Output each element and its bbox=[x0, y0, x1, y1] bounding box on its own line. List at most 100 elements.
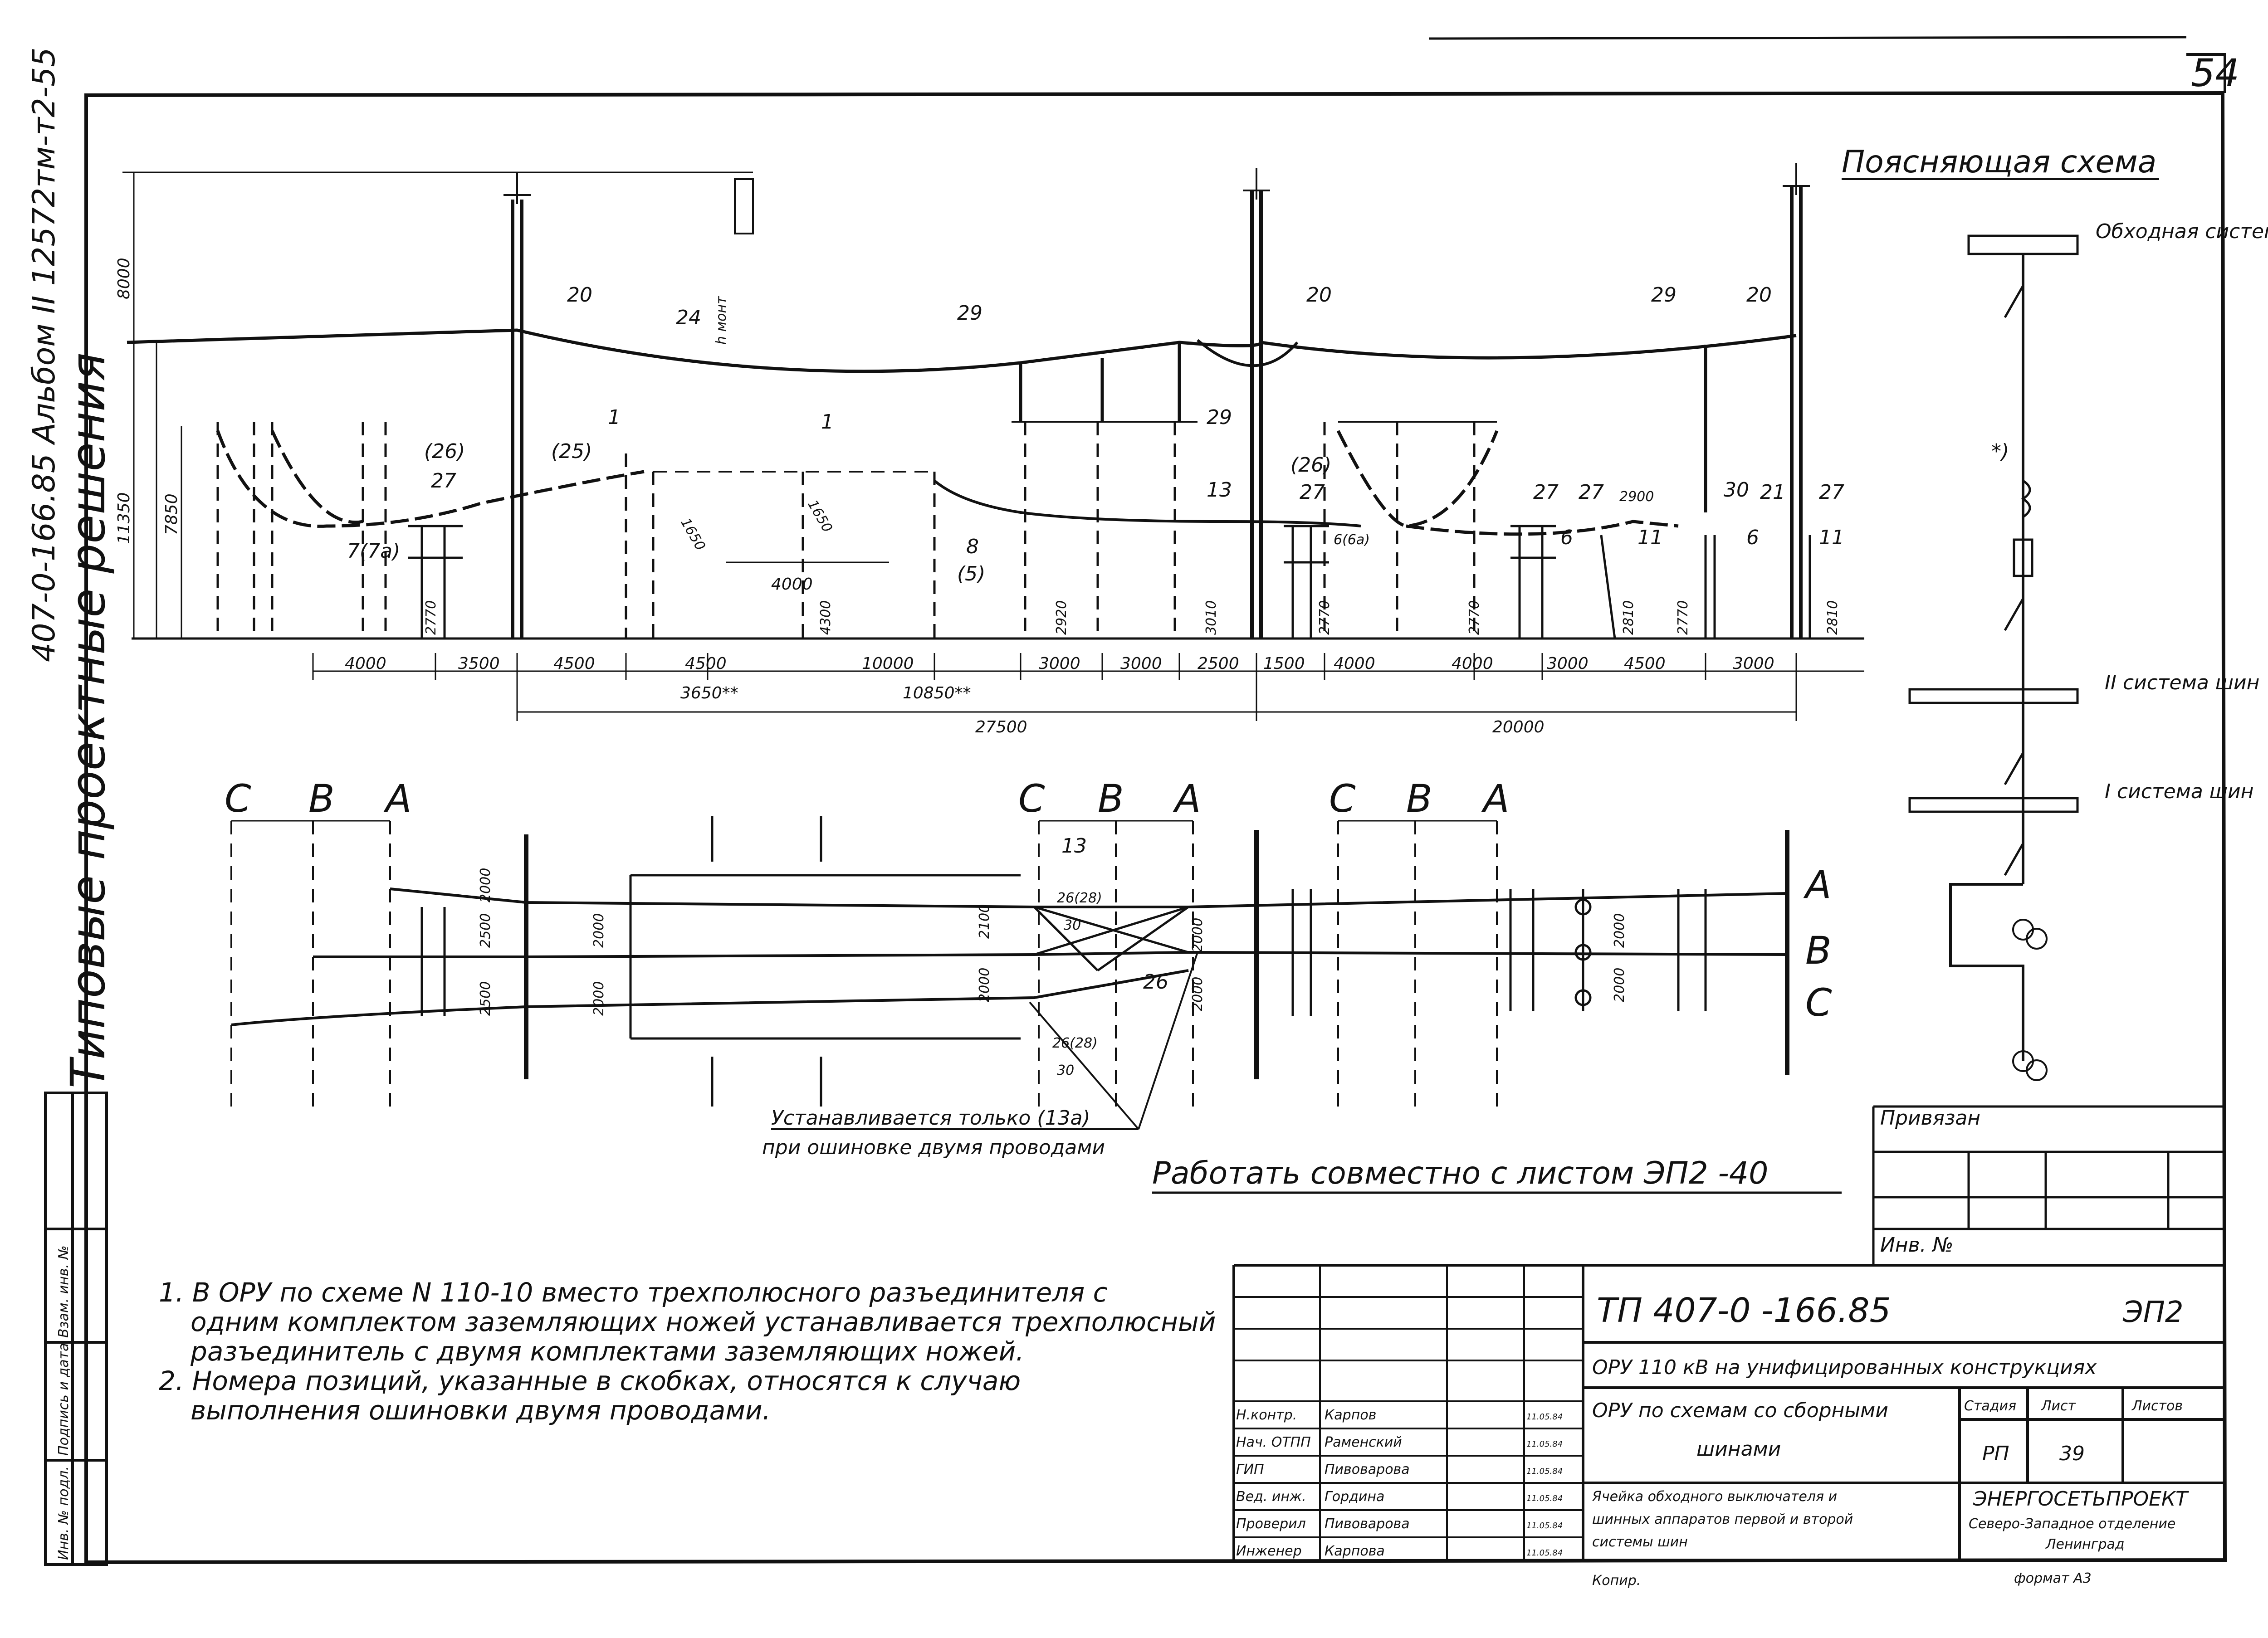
pos-6a: 6(6а) bbox=[1334, 532, 1370, 548]
pdim-6: 2000 bbox=[977, 968, 992, 1002]
pdim-5: 2100 bbox=[977, 904, 992, 939]
pos-20c: 20 bbox=[1746, 283, 1772, 307]
stamp-inv: Инв. № подл. bbox=[56, 1466, 72, 1560]
stamp-replace: Взам. инв. № bbox=[56, 1245, 72, 1338]
desc-3: системы шин bbox=[1592, 1534, 1688, 1550]
signer-role-1: Нач. ОТПП bbox=[1236, 1434, 1311, 1450]
signer-name-0: Карпов bbox=[1325, 1407, 1376, 1423]
title-block: ТП 407-0 -166.85 ЭП2 ОРУ 110 кВ на унифи… bbox=[1232, 1264, 2225, 1589]
note-line-3: разъединитель с двумя комплектами заземл… bbox=[190, 1336, 1024, 1367]
pos-11b: 11 bbox=[1819, 526, 1844, 549]
dim-6: 3000 bbox=[1120, 654, 1162, 673]
pos-27e: 27 bbox=[1819, 481, 1844, 504]
drawing-line-2: шинами bbox=[1696, 1438, 1781, 1461]
plan-pos-13: 13 bbox=[1061, 834, 1087, 858]
dim-3: 4500 bbox=[685, 654, 727, 673]
format: формат А3 bbox=[2014, 1570, 2092, 1586]
pos-6b: 6 bbox=[1560, 526, 1573, 549]
pdim-1: 2500 bbox=[478, 913, 494, 948]
explain-title: Поясняющая схема bbox=[1842, 144, 2156, 180]
org-2: Северо-Западное отделение bbox=[1969, 1516, 2175, 1532]
dim-0: 4000 bbox=[345, 654, 386, 673]
pdim-8: 2000 bbox=[1190, 977, 1206, 1011]
phase-side-a: А bbox=[1803, 863, 1831, 907]
subdim-3650: 3650** bbox=[680, 684, 738, 702]
pos-8: 8 bbox=[966, 535, 979, 558]
sheet-number: 54 bbox=[2191, 51, 2239, 95]
plan-pos-26-28a: 26(28) bbox=[1057, 890, 1102, 906]
phase-left-a: А bbox=[383, 776, 411, 821]
bus1-label: I система шин bbox=[2105, 780, 2253, 803]
notes: 1. В ОРУ по схеме N 110-10 вместо трехпо… bbox=[159, 1277, 1216, 1426]
subject: ОРУ 110 кВ на унифицированных конструкци… bbox=[1592, 1356, 2097, 1379]
dim-2: 4500 bbox=[553, 654, 595, 673]
plan-pos-30a: 30 bbox=[1064, 917, 1081, 933]
signer-name-1: Раменский bbox=[1325, 1434, 1402, 1450]
pos-30: 30 bbox=[1724, 478, 1749, 502]
h-4300: 4300 bbox=[818, 600, 834, 635]
signer-name-2: Пивоварова bbox=[1325, 1462, 1410, 1477]
sheet-frame: 54 bbox=[84, 36, 2239, 1565]
pos-26b: (26) bbox=[1290, 453, 1331, 477]
dim-11: 3000 bbox=[1547, 654, 1589, 673]
binding-title: Привязан bbox=[1880, 1107, 1980, 1130]
pdim-2: 2500 bbox=[478, 981, 494, 1016]
pos-29a: 29 bbox=[957, 302, 982, 325]
plan-pos-26: 26 bbox=[1143, 970, 1168, 994]
h-2770d: 2770 bbox=[1675, 600, 1691, 635]
explain-scheme: Поясняющая схема Обходная система шин *)… bbox=[1842, 144, 2268, 1081]
signer-name-3: Гордина bbox=[1325, 1489, 1384, 1505]
pos-6c: 6 bbox=[1746, 526, 1759, 549]
phase-mid-b: В bbox=[1098, 776, 1124, 821]
h-mont: h монт bbox=[714, 296, 729, 345]
install-note-1: Устанавливается только (13а) bbox=[771, 1107, 1090, 1130]
star-mark: *) bbox=[1991, 440, 2009, 463]
org-3: Ленинград bbox=[2045, 1536, 2125, 1552]
pos-7: 7(7а) bbox=[347, 540, 400, 563]
stage-header: Стадия bbox=[1964, 1398, 2016, 1414]
pos-26a: (26) bbox=[424, 440, 465, 463]
h-8000: 8000 bbox=[115, 258, 133, 299]
phase-side-c: С bbox=[1805, 980, 1832, 1025]
signer-date-5: 11.05.84 bbox=[1526, 1548, 1563, 1558]
desc-1: Ячейка обходного выключателя и bbox=[1592, 1489, 1837, 1505]
pos-25: (25) bbox=[551, 440, 592, 463]
signer-date-4: 11.05.84 bbox=[1526, 1521, 1563, 1531]
sheet-header: Лист bbox=[2041, 1398, 2077, 1414]
pos-21: 21 bbox=[1760, 481, 1785, 504]
signer-date-3: 11.05.84 bbox=[1526, 1494, 1563, 1503]
dim-9: 4000 bbox=[1334, 654, 1375, 673]
note-line-5: выполнения ошиновки двумя проводами. bbox=[191, 1395, 771, 1426]
h-3010: 3010 bbox=[1203, 600, 1219, 635]
phase-side-b: В bbox=[1805, 928, 1832, 973]
pdim-9: 2000 bbox=[1612, 913, 1628, 948]
bus2-label: II система шин bbox=[2105, 671, 2259, 694]
pos-27a: 27 bbox=[431, 469, 456, 492]
signer-role-3: Вед. инж. bbox=[1236, 1489, 1306, 1505]
radius-2: 1650 bbox=[804, 497, 835, 536]
pdim-0: 2000 bbox=[478, 868, 494, 902]
work-with-text: Работать совместно с листом ЭП2 -40 bbox=[1152, 1155, 1768, 1191]
phase-right-c: С bbox=[1329, 776, 1356, 821]
dim-10: 4000 bbox=[1452, 654, 1493, 673]
phase-left-c: С bbox=[225, 776, 251, 821]
subdim-4000: 4000 bbox=[771, 575, 813, 594]
pos-1a: 1 bbox=[608, 406, 621, 429]
h-2810a: 2810 bbox=[1621, 600, 1637, 635]
copied: Копир. bbox=[1592, 1573, 1641, 1589]
pos-27d: 27 bbox=[1579, 481, 1604, 504]
h-2770c: 2770 bbox=[1466, 600, 1482, 635]
dim-13: 3000 bbox=[1733, 654, 1774, 673]
margin-title: Типовые проектные решения bbox=[60, 352, 116, 1088]
signer-role-2: ГИП bbox=[1236, 1462, 1264, 1477]
radius-1: 1650 bbox=[677, 516, 708, 554]
note-line-4: 2. Номера позиций, указанные в скобках, … bbox=[159, 1365, 1021, 1396]
dim-2900: 2900 bbox=[1619, 489, 1654, 505]
plan-pos-30b: 30 bbox=[1057, 1063, 1074, 1078]
pdim-4: 2000 bbox=[591, 981, 607, 1016]
h-2770b: 2770 bbox=[1317, 600, 1333, 635]
pos-29b: 29 bbox=[1651, 283, 1677, 307]
margin-code: 407-0-166.85 Альбом II 12572тм-т2-55 bbox=[26, 47, 62, 662]
pos-20a: 20 bbox=[567, 283, 592, 307]
